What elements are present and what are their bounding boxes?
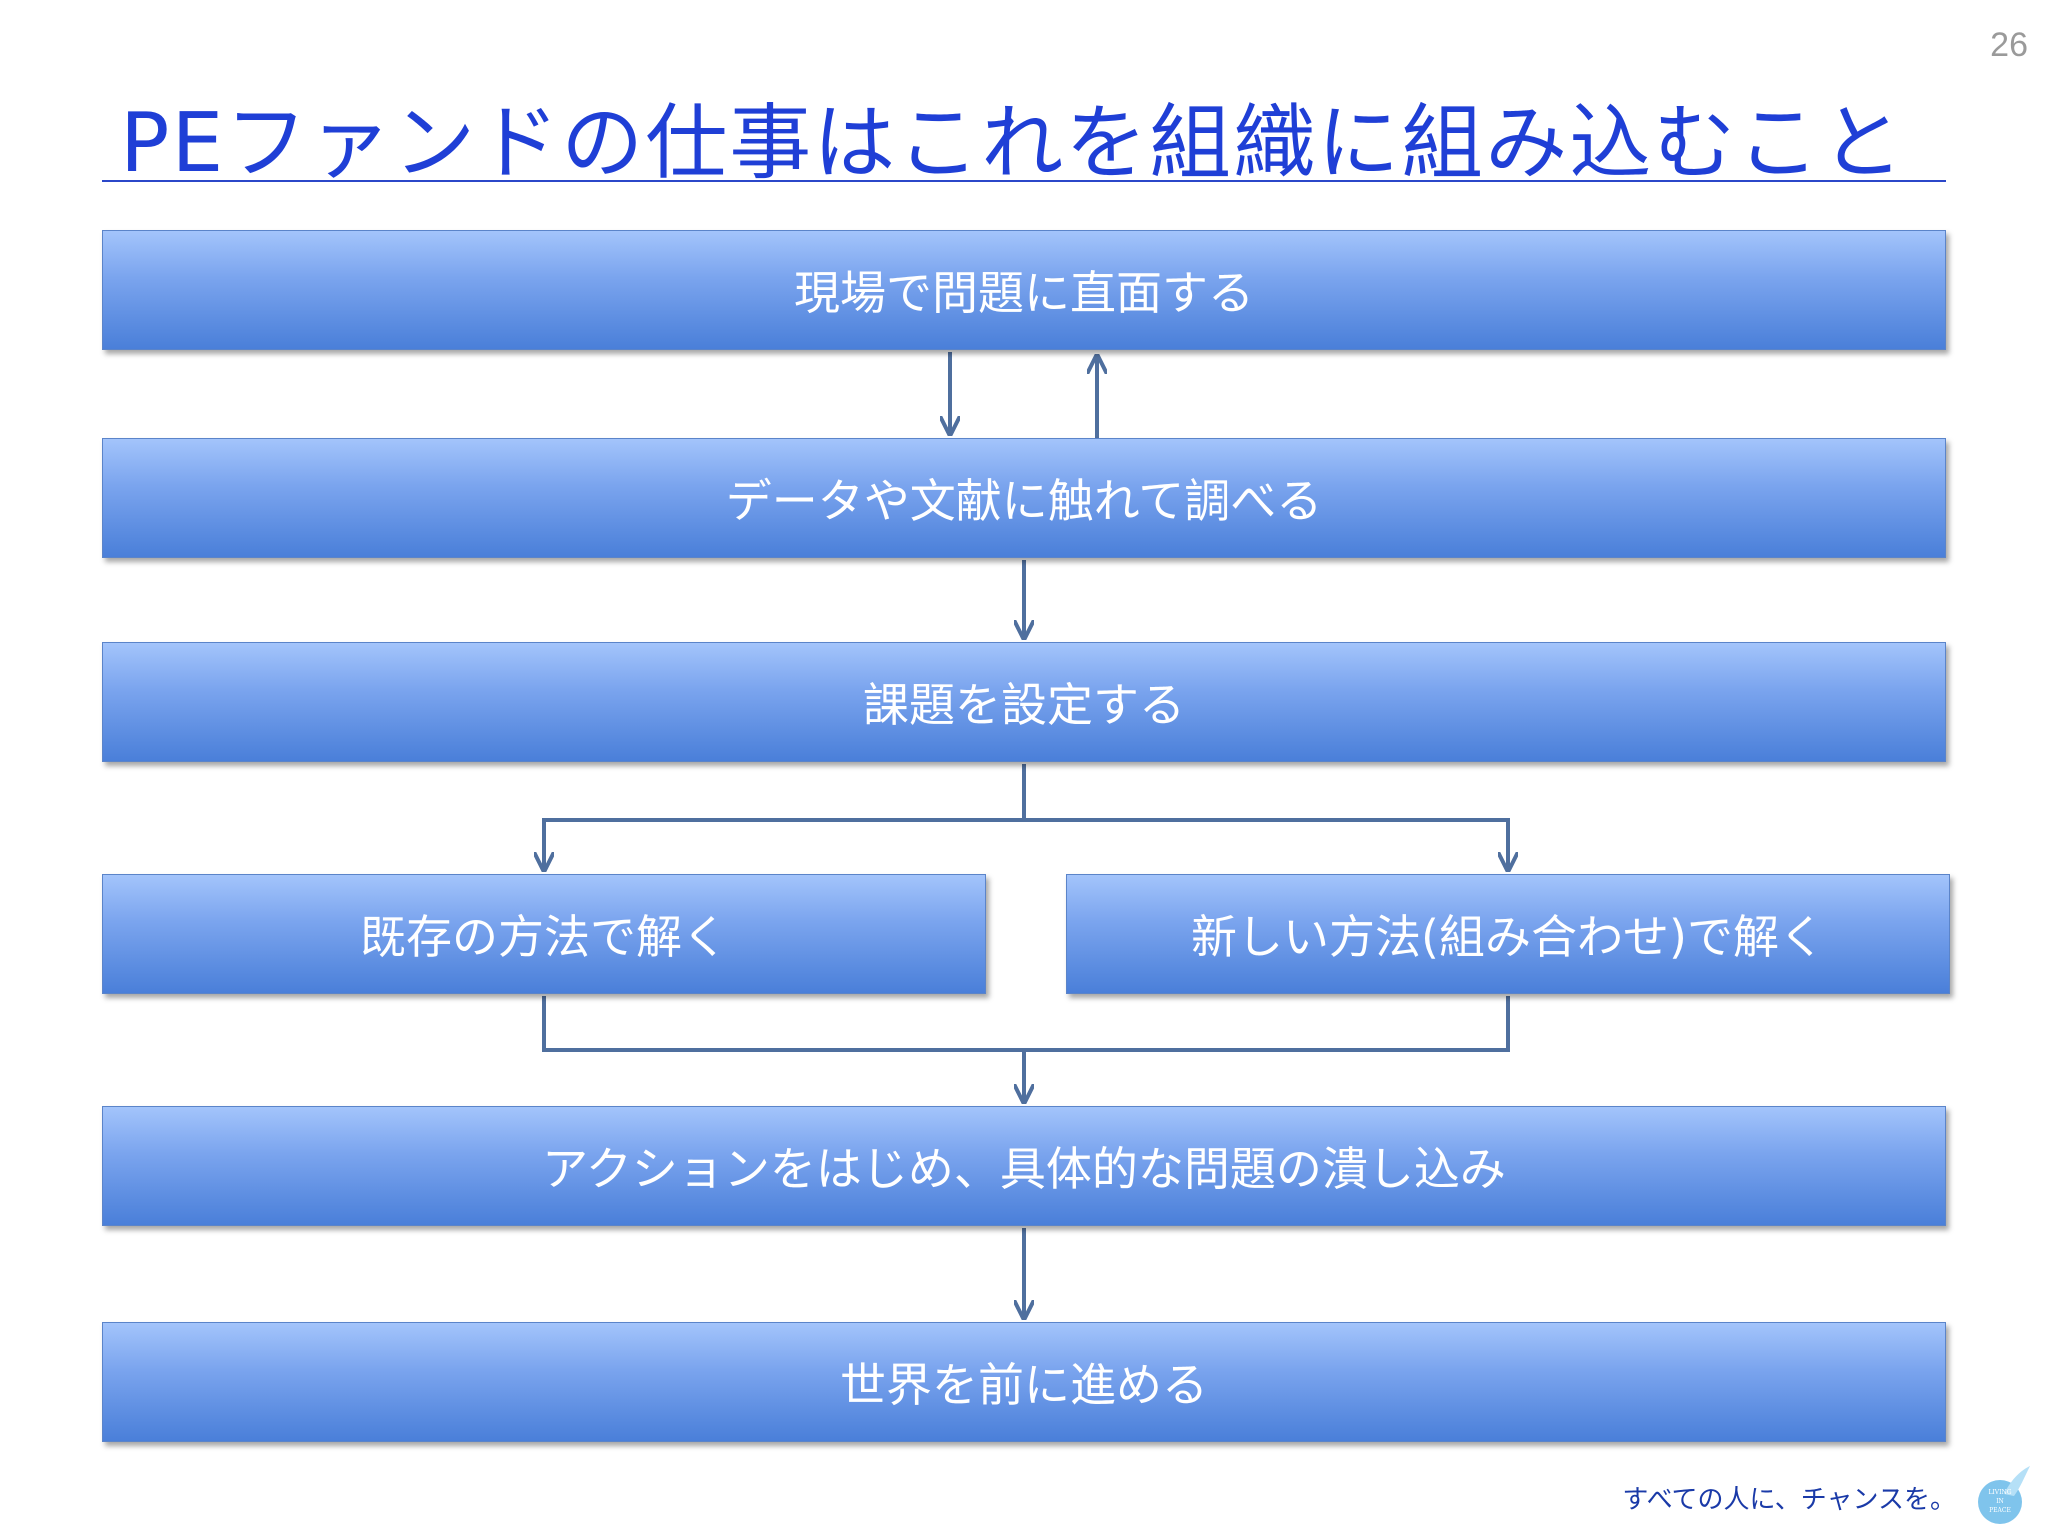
step-set-issue: 課題を設定する bbox=[102, 642, 1946, 762]
step-move-world: 世界を前に進める bbox=[102, 1322, 1946, 1442]
footer-tagline: すべての人に、チャンスを。 bbox=[1622, 1485, 1956, 1515]
page-number: 26 bbox=[1990, 26, 2028, 64]
step-existing-method: 既存の方法で解く bbox=[102, 874, 986, 994]
step-action: アクションをはじめ、具体的な問題の潰し込み bbox=[102, 1106, 1946, 1226]
step-new-method: 新しい方法(組み合わせ)で解く bbox=[1066, 874, 1950, 994]
step-research: データや文献に触れて調べる bbox=[102, 438, 1946, 558]
title-underline bbox=[102, 180, 1946, 182]
slide-title: PEファンドの仕事はこれを組織に組み込むこと bbox=[120, 96, 1906, 191]
step-face-problem: 現場で問題に直面する bbox=[102, 230, 1946, 350]
merge-connector bbox=[542, 996, 1510, 1052]
organization-logo: LIVING IN PEACE bbox=[1978, 1466, 2030, 1524]
svg-text:IN: IN bbox=[1996, 1498, 2004, 1505]
svg-text:PEACE: PEACE bbox=[1989, 1507, 2011, 1514]
split-connector bbox=[544, 764, 1026, 870]
svg-text:LIVING: LIVING bbox=[1988, 1489, 2011, 1496]
split-connector-right bbox=[1024, 818, 1508, 870]
